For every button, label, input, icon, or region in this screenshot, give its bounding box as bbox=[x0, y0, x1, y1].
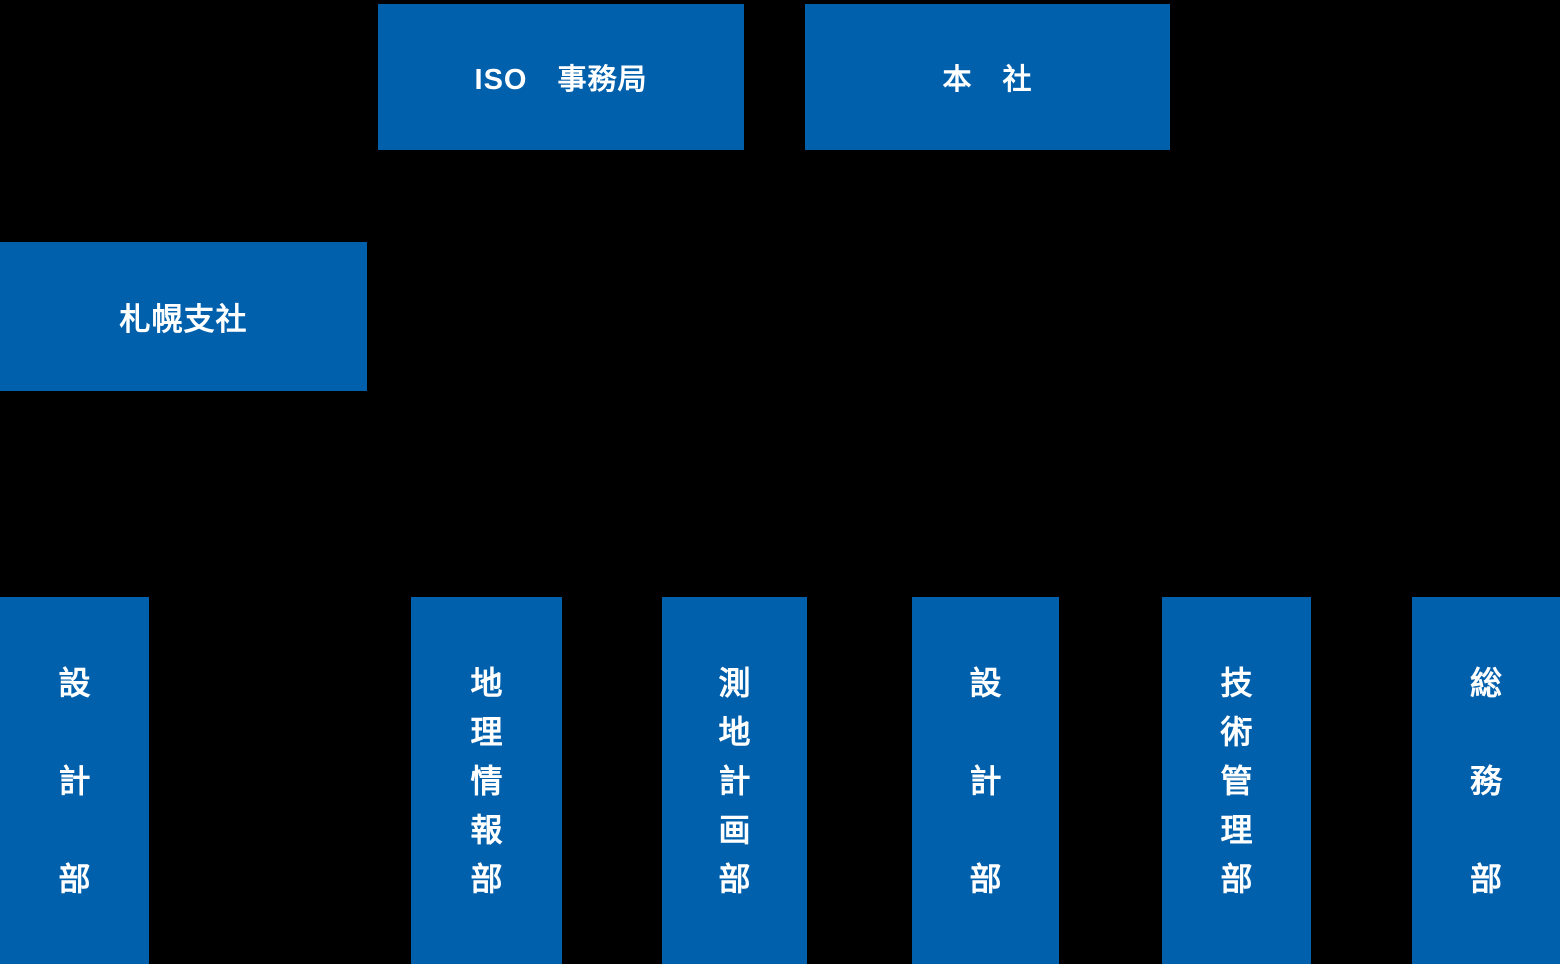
dept-box-general-affairs: 総 務 部 bbox=[1412, 597, 1560, 964]
dept-char: 設 bbox=[58, 664, 91, 701]
dept-label-technical-management: 技 術 管 理 部 bbox=[1220, 667, 1252, 895]
dept-box-technical-management: 技 術 管 理 部 bbox=[1162, 597, 1311, 964]
dept-char: 測 bbox=[718, 664, 751, 701]
dept-char: 総 bbox=[1469, 664, 1502, 701]
sapporo-branch-label: 札幌支社 bbox=[119, 302, 248, 337]
dept-box-design-2: 設 計 部 bbox=[912, 597, 1059, 964]
dept-label-design-1: 設 計 部 bbox=[58, 667, 90, 895]
dept-char: 報 bbox=[470, 811, 503, 848]
dept-char: 部 bbox=[718, 860, 751, 897]
dept-char: 部 bbox=[470, 860, 503, 897]
dept-char: 務 bbox=[1469, 762, 1502, 799]
dept-char: 部 bbox=[1220, 860, 1253, 897]
dept-label-design-2: 設 計 部 bbox=[969, 667, 1001, 895]
dept-label-geodetic-planning: 測 地 計 画 部 bbox=[718, 667, 750, 895]
dept-char: 部 bbox=[1469, 860, 1502, 897]
dept-char: 計 bbox=[969, 762, 1002, 799]
head-office-label: 本 社 bbox=[942, 64, 1033, 96]
dept-box-geographic-information: 地 理 情 報 部 bbox=[411, 597, 562, 964]
dept-char: 地 bbox=[718, 713, 751, 750]
dept-box-geodetic-planning: 測 地 計 画 部 bbox=[662, 597, 807, 964]
dept-label-general-affairs: 総 務 部 bbox=[1470, 667, 1502, 895]
dept-char: 部 bbox=[58, 860, 91, 897]
dept-char: 理 bbox=[470, 713, 503, 750]
dept-char: 管 bbox=[1220, 762, 1253, 799]
dept-char: 技 bbox=[1220, 664, 1253, 701]
dept-char: 計 bbox=[718, 762, 751, 799]
org-box-sapporo-branch: 札幌支社 bbox=[0, 242, 367, 391]
dept-char: 画 bbox=[718, 811, 751, 848]
dept-box-design-1: 設 計 部 bbox=[0, 597, 149, 964]
dept-char: 術 bbox=[1220, 713, 1253, 750]
dept-char: 計 bbox=[58, 762, 91, 799]
dept-char: 部 bbox=[969, 860, 1002, 897]
dept-char: 設 bbox=[969, 664, 1002, 701]
iso-office-label: ISO 事務局 bbox=[474, 64, 648, 96]
dept-char: 情 bbox=[470, 762, 503, 799]
dept-char: 理 bbox=[1220, 811, 1253, 848]
org-box-iso-office: ISO 事務局 bbox=[378, 4, 744, 150]
org-box-head-office: 本 社 bbox=[805, 4, 1170, 150]
dept-char: 地 bbox=[470, 664, 503, 701]
dept-label-geographic-information: 地 理 情 報 部 bbox=[470, 667, 502, 895]
